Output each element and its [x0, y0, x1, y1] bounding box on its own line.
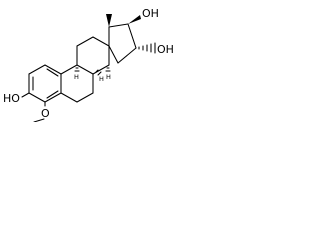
label-h-9: H	[74, 73, 79, 81]
label-ho-3: HO	[3, 92, 20, 105]
stereo-bond-h9	[74, 67, 80, 72]
hydroxyl-bond-c17	[128, 15, 141, 24]
label-oh-16: OH	[157, 43, 174, 56]
stereo-bond-h8	[95, 69, 102, 76]
label-oh-17: OH	[142, 7, 159, 20]
hydroxyl-bond-c16	[138, 42, 156, 54]
ring-a-aromatic	[28, 64, 62, 103]
methoxy-group-c4	[33, 101, 46, 122]
hydroxyl-bond-c3	[21, 92, 30, 98]
ring-c	[76, 36, 110, 75]
ring-d	[108, 23, 137, 64]
ring-b	[60, 64, 94, 103]
label-o-4: O	[41, 107, 50, 120]
molecule-structure-diagram: OH OH HO O H H H	[3, 7, 174, 122]
methyl-group-c13	[106, 14, 112, 27]
stereo-bond-h14	[105, 67, 111, 72]
label-h-14: H	[106, 73, 111, 81]
label-h-8: H	[99, 75, 104, 83]
